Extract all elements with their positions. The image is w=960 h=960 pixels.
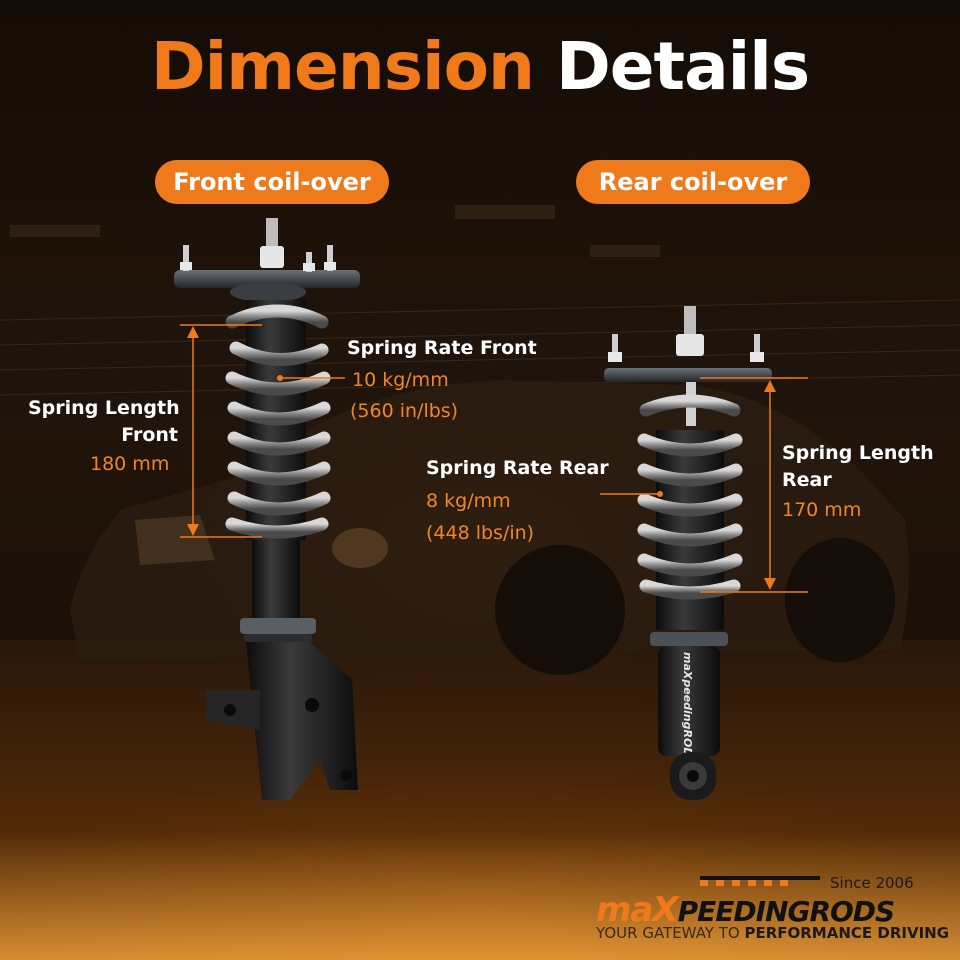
- front-coilover-badge: Front coil-over: [155, 160, 389, 204]
- rear-spring-rate-value-imperial: (448 lbs/in): [426, 522, 535, 544]
- floodlights: [10, 205, 660, 257]
- front-spring-length-label: Spring Length: [28, 397, 180, 419]
- front-spring-rate-value: 10 kg/mm: [352, 369, 449, 391]
- rear-coilover-badge: Rear coil-over: [576, 160, 810, 204]
- page-title: Dimension Details: [0, 28, 960, 105]
- brand-tagline: YOUR GATEWAY TO PERFORMANCE DRIVING: [596, 924, 949, 942]
- brand-tagline-b: PERFORMANCE DRIVING: [744, 924, 950, 942]
- front-spring-rate-value-imperial: (560 in/lbs): [350, 400, 459, 422]
- rear-spring-length-label: Spring Length: [782, 442, 934, 464]
- brand-tagline-a: YOUR GATEWAY TO: [596, 924, 745, 942]
- rear-spring-length-label-2: Rear: [782, 469, 832, 491]
- brand-name-a: maX: [596, 890, 679, 930]
- brand-since: Since 2006: [830, 874, 914, 892]
- front-spring-rate-label: Spring Rate Front: [347, 337, 537, 359]
- brand-checker-stripe: [700, 876, 820, 886]
- title-part-1: Dimension: [150, 28, 535, 105]
- front-coilover: [174, 218, 360, 800]
- dimension-lines: [180, 324, 808, 593]
- rear-spring-length-value: 170 mm: [782, 499, 862, 521]
- brand-logo: maXPEEDINGRODS: [596, 890, 896, 930]
- title-part-2: Details: [555, 28, 810, 105]
- rear-coilover: maXpeedingRODS: [604, 306, 772, 800]
- front-spring-length-value: 180 mm: [90, 453, 170, 475]
- brand-name-b: PEEDINGRODS: [677, 895, 896, 928]
- shock-body-logo: maXpeedingRODS: [681, 652, 694, 764]
- rear-spring-rate-label: Spring Rate Rear: [426, 457, 609, 479]
- road-surface: [0, 640, 960, 960]
- rear-spring-rate-value: 8 kg/mm: [426, 490, 511, 512]
- front-spring-length-label-2: Front: [121, 424, 178, 446]
